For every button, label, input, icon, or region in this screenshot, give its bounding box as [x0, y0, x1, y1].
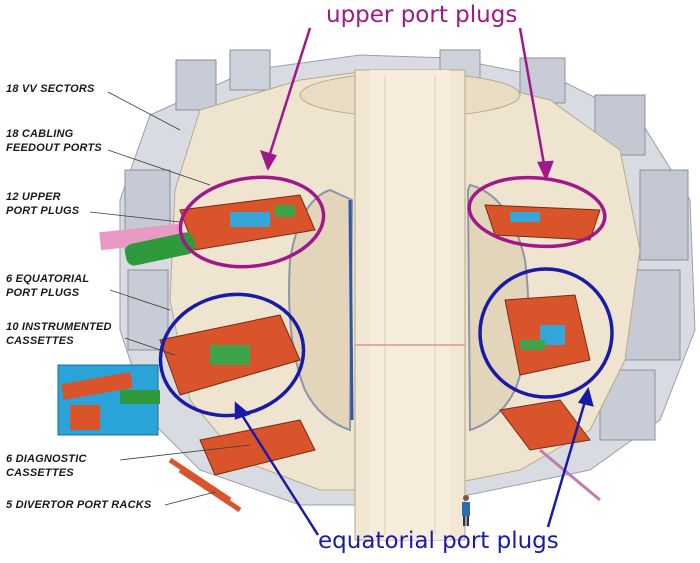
label-cabling-feedout-ports: 18 CABLING FEEDOUT PORTS: [6, 128, 102, 154]
label-diagnostic-cassettes: 6 DIAGNOSTIC CASSETTES: [6, 453, 87, 479]
person-figure: [462, 495, 470, 526]
label-instrumented-cassettes: 10 INSTRUMENTED CASSETTES: [6, 321, 112, 347]
equatorial-left-port-plug: [57, 314, 301, 436]
label-equatorial-port-plugs: 6 EQUATORIAL PORT PLUGS: [6, 273, 90, 299]
label-upper-port-plugs: 12 UPPER PORT PLUGS: [6, 191, 80, 217]
upper-callout-arrows: [259, 27, 554, 182]
plasma-chambers: [288, 183, 530, 432]
upper-port-plugs-callout: upper port plugs: [326, 2, 518, 28]
upper-right-port-plug: [484, 204, 601, 241]
divertor-port-racks: [168, 399, 601, 513]
label-vv-sectors: 18 VV SECTORS: [6, 83, 95, 95]
central-solenoid: [354, 69, 466, 541]
label-divertor-port-racks: 5 DIVERTOR PORT RACKS: [6, 499, 152, 511]
upper-port-plug-highlights: [178, 175, 607, 269]
upper-left-port-plug: [99, 194, 316, 266]
equatorial-port-plugs-callout: equatorial port plugs: [318, 528, 559, 554]
label-leader-lines: [89, 91, 251, 506]
equatorial-right-port-plug: [504, 294, 591, 376]
equatorial-callout-arrows: [234, 387, 594, 536]
